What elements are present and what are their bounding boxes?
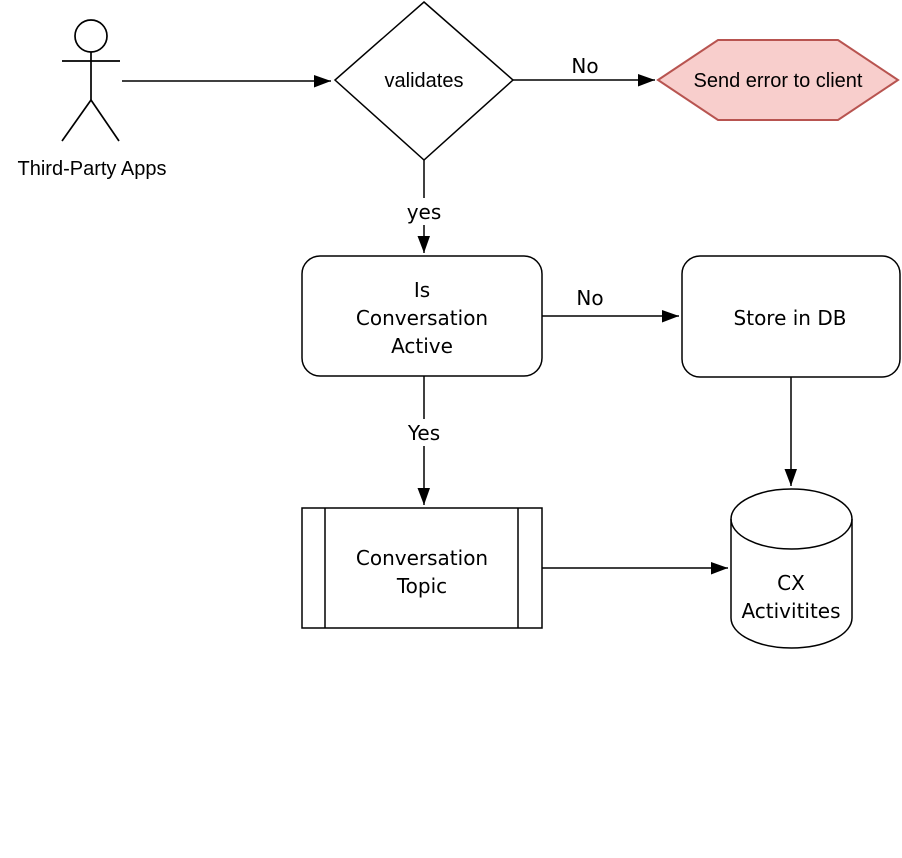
is-conversation-active-line2: Conversation xyxy=(356,306,488,330)
cx-activities-line1: CX xyxy=(777,571,805,595)
send-error-label: Send error to client xyxy=(694,70,863,92)
validates-label: validates xyxy=(385,70,464,92)
validates-diamond-shape xyxy=(333,1,515,162)
edge-label-bg xyxy=(573,284,607,310)
is-conversation-active-box xyxy=(301,255,543,377)
store-in-db-label: Store in DB xyxy=(734,306,847,330)
send-error-hexagon-shape xyxy=(656,39,900,121)
node-validates: validates xyxy=(333,1,515,162)
node-cx-activities: CX Activitites xyxy=(730,488,853,649)
conversation-topic-line1: Conversation xyxy=(356,546,488,570)
conversation-topic-line2: Topic xyxy=(396,574,447,598)
store-in-db-box xyxy=(681,255,901,378)
conversation-topic-subprocess-bars xyxy=(324,508,519,628)
conversation-topic-box xyxy=(301,507,543,629)
actor-label: Third-Party Apps xyxy=(18,158,167,180)
edge-label-bg xyxy=(568,52,602,78)
node-is-conversation-active: Is Conversation Active xyxy=(301,255,543,377)
edge-labels: No yes No Yes xyxy=(401,52,607,446)
edge-label-validates-yes: yes xyxy=(407,200,442,224)
edge-label-active-no: No xyxy=(576,286,603,310)
cx-activities-cylinder-inner-arc xyxy=(730,518,853,550)
actor-head xyxy=(74,19,108,53)
edge-label-bg xyxy=(401,419,447,446)
edge-label-validates-no: No xyxy=(571,54,598,78)
cx-activities-cylinder-body xyxy=(730,488,853,649)
is-conversation-active-line3: Active xyxy=(391,334,453,358)
node-send-error: Send error to client xyxy=(656,39,900,121)
actor-third-party-apps: Third-Party Apps xyxy=(18,19,167,180)
cx-activities-line2: Activitites xyxy=(741,599,840,623)
is-conversation-active-line1: Is xyxy=(414,278,430,302)
edge-label-bg xyxy=(402,198,446,225)
node-store-in-db: Store in DB xyxy=(681,255,901,378)
actor-legs xyxy=(61,99,120,142)
node-conversation-topic: Conversation Topic xyxy=(301,507,543,629)
edge-label-active-yes: Yes xyxy=(407,421,440,445)
